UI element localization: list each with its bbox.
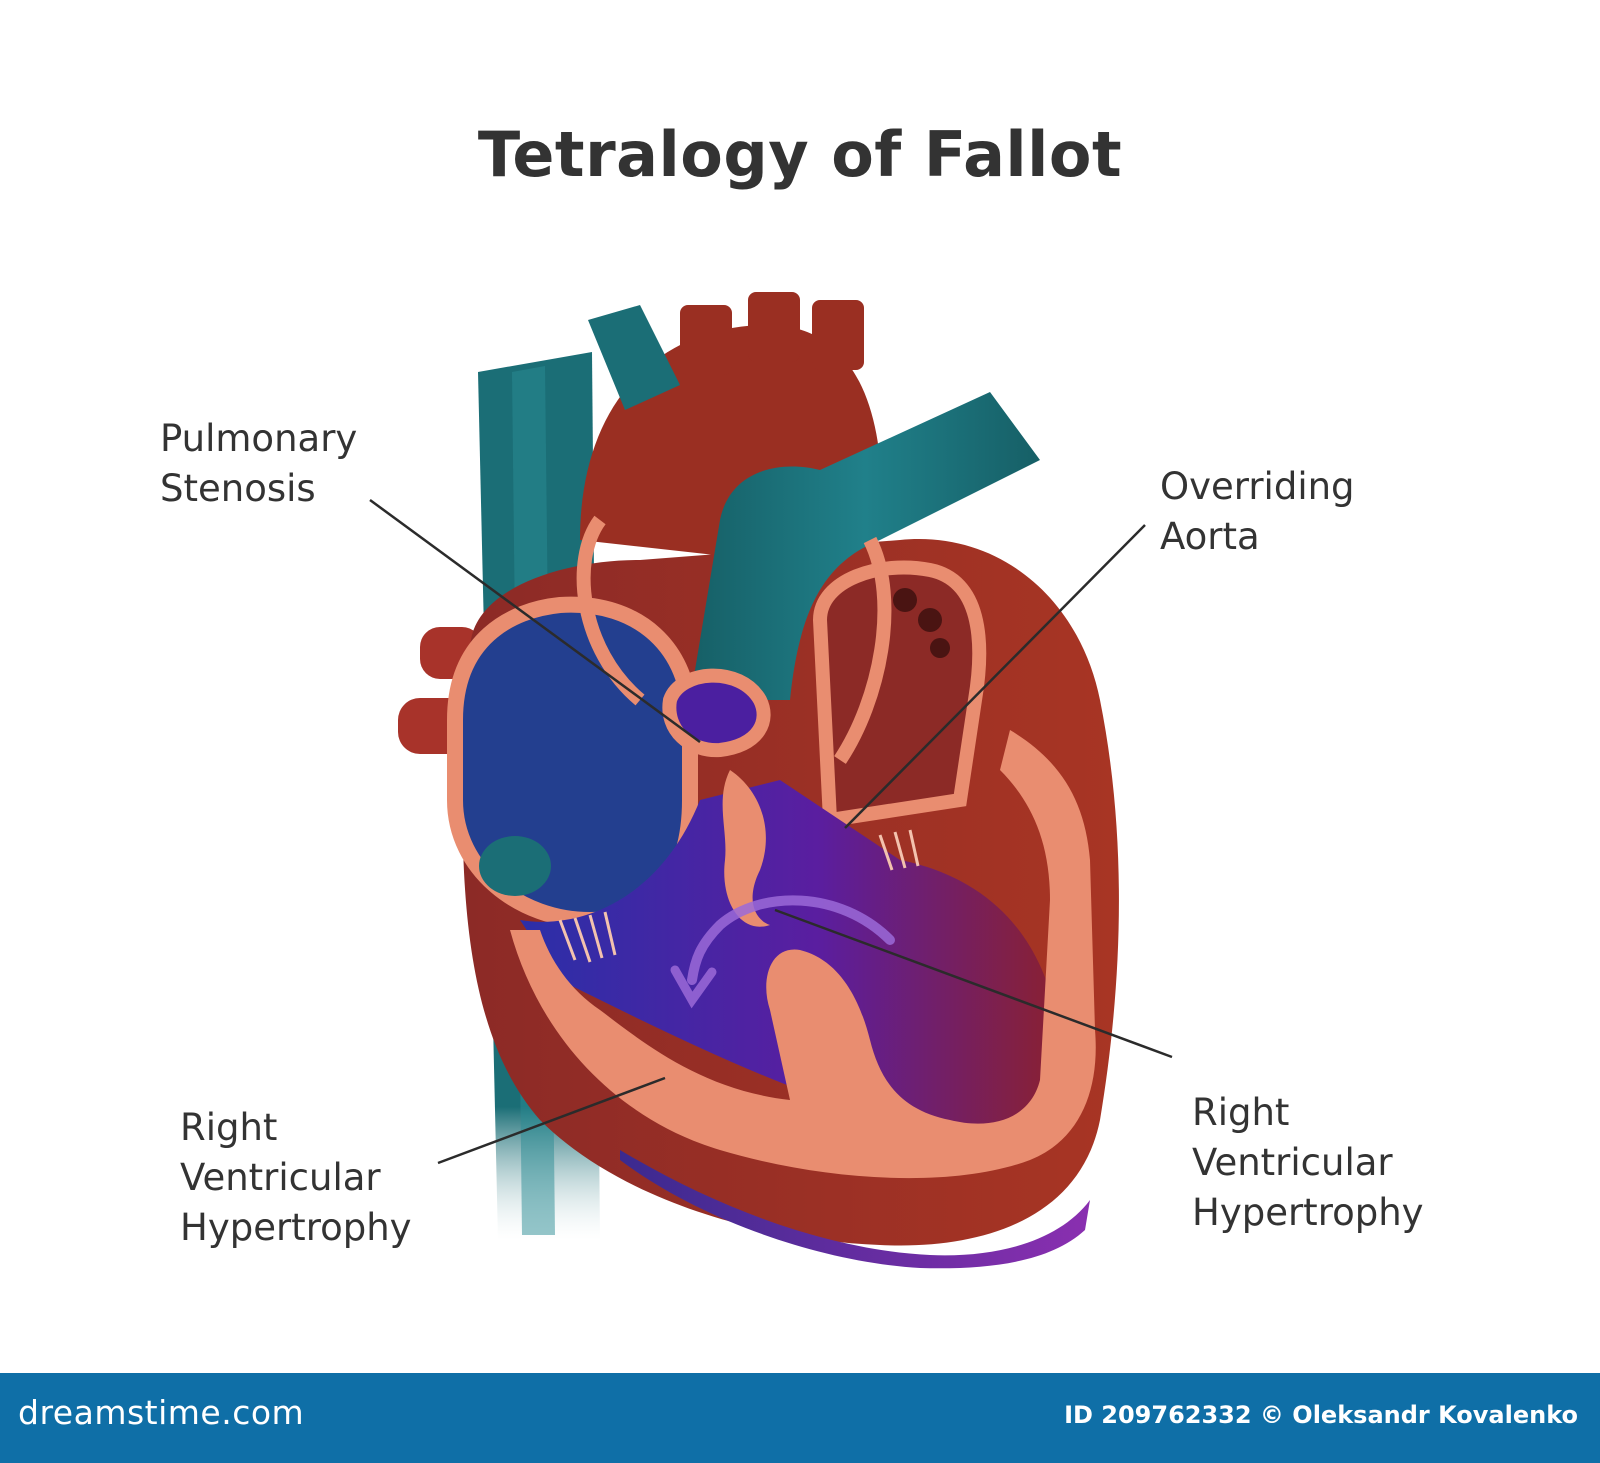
leader-line-rvh-left [437,1076,666,1165]
apex-edge [620,1150,1090,1269]
leader-line-pulmonary-stenosis [369,498,701,744]
pulmonary-artery [690,392,1040,700]
chordae [558,829,920,963]
blood-flow-arrowhead [670,965,717,1009]
heart-illustration [369,292,1173,1269]
label-overriding-aorta: Overriding Aorta [1160,465,1355,558]
diagram-title: Tetralogy of Fallot [477,118,1123,191]
label-right-ventricular-hypertrophy-right: Right Ventricular Hypertrophy [1192,1091,1424,1234]
pulmonary-trunk-upper [588,305,680,410]
vein-opening [930,638,950,658]
septum [722,770,770,927]
vein-opening [918,608,942,632]
aortic-branch [680,305,732,375]
aortic-branch [812,300,864,370]
left-atrium [812,560,987,829]
leader-line-overriding-aorta [844,524,1146,829]
pulmonary-valve [662,668,771,758]
label-right-ventricular-hypertrophy-left: Right Ventricular Hypertrophy [180,1106,412,1249]
footer-bar: dreamstime.com ID 209762332 © Oleksandr … [0,1373,1600,1463]
blood-flow-arrow [687,895,895,985]
aortic-branch [748,292,800,362]
label-pulmonary-stenosis: Pulmonary Stenosis [160,417,358,510]
vein-opening [893,588,917,612]
aortic-root [576,515,892,764]
footer-credit: ID 209762332 © Oleksandr Kovalenko [1064,1401,1578,1429]
footer-site-logo: dreamstime.com [18,1393,305,1432]
ventricular-wall [510,730,1096,1179]
leader-line-rvh-right [774,908,1173,1059]
valve [479,836,551,896]
